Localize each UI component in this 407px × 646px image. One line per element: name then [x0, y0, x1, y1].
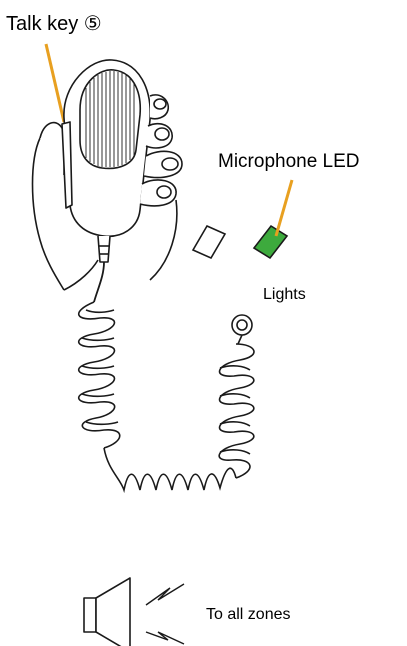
speaker-icon	[84, 578, 130, 646]
mic-cord	[94, 262, 104, 302]
talk-key-callout-line	[46, 44, 64, 122]
led-unlit-icon	[193, 226, 225, 258]
cord-connector	[232, 315, 252, 344]
hand-microphone-icon	[33, 60, 183, 290]
coiled-cord	[79, 302, 254, 490]
led-lit-icon	[254, 226, 287, 258]
microphone-led-callout-line	[276, 180, 292, 236]
sound-wave-icon	[146, 584, 184, 644]
